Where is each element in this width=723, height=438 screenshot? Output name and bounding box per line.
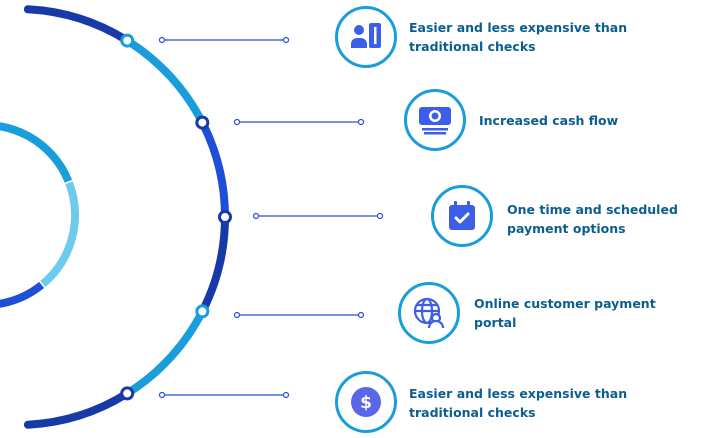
timeline-node xyxy=(195,115,210,130)
feature-3-icon-circle xyxy=(431,185,493,247)
feature-5-label: Easier and less expensive than tradition… xyxy=(409,386,628,420)
connector-dot xyxy=(282,391,290,399)
feature-1-icon-circle xyxy=(335,6,397,68)
connector-dot xyxy=(376,212,384,220)
timeline-node xyxy=(120,33,135,48)
timeline-node xyxy=(120,386,135,401)
outer-arc-segment xyxy=(198,120,229,218)
globe-user-icon xyxy=(413,297,445,329)
timeline-node xyxy=(218,210,232,224)
connector-dot xyxy=(233,118,241,126)
dollar-coin-icon: $ xyxy=(351,387,381,417)
connector-dot xyxy=(357,311,365,319)
connector-dot xyxy=(252,212,260,220)
outer-arc-segment xyxy=(125,37,206,125)
connector-dot xyxy=(158,391,166,399)
id-card-icon xyxy=(351,23,381,48)
calendar-check-icon xyxy=(449,201,475,230)
connector-dot xyxy=(158,36,166,44)
svg-text:$: $ xyxy=(360,393,372,413)
outer-arc-segment xyxy=(198,216,229,314)
inner-arc-segment xyxy=(0,281,45,308)
feature-4-icon-circle xyxy=(398,282,460,344)
inner-arc-segment xyxy=(0,122,73,183)
feature-2-icon-circle xyxy=(404,89,466,151)
money-stack-icon xyxy=(419,107,451,135)
inner-arc-segment xyxy=(40,181,79,288)
feature-5-icon-circle: $ xyxy=(335,371,397,433)
connector-dot xyxy=(233,311,241,319)
feature-2-label: Increased cash flow xyxy=(479,113,619,128)
connector-dot xyxy=(282,36,290,44)
connector-dot xyxy=(357,118,365,126)
outer-arc-segment xyxy=(125,309,206,397)
feature-4-label: Online customer payment portal xyxy=(474,296,656,330)
feature-3-label: One time and scheduled payment options xyxy=(507,202,678,236)
feature-1-label: Easier and less expensive than tradition… xyxy=(409,20,628,54)
outer-arc-segment xyxy=(23,5,132,45)
timeline-node xyxy=(195,304,210,319)
outer-arc-segment xyxy=(23,389,132,429)
